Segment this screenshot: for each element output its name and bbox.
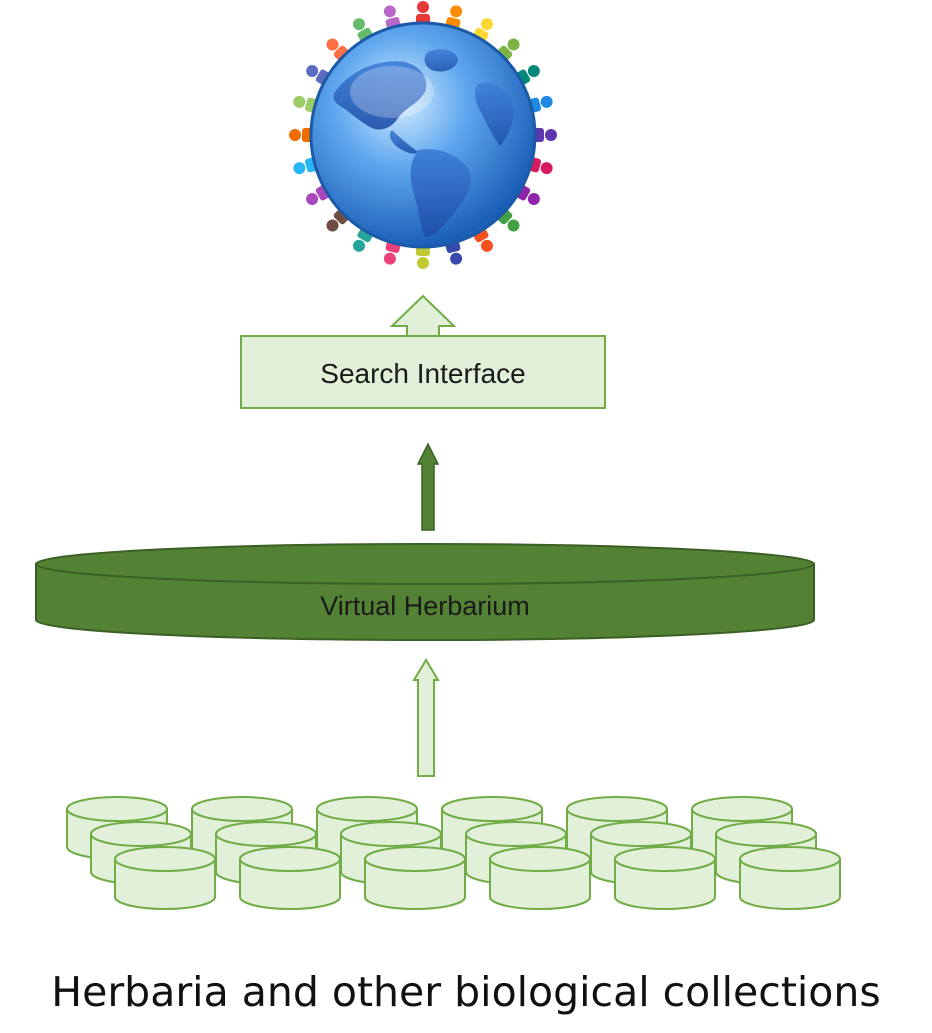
- virtual-herbarium-top: [35, 543, 815, 585]
- arrow-herbarium-to-search: [416, 442, 440, 531]
- virtual-herbarium-cylinder: Virtual Herbarium: [35, 543, 815, 641]
- continent-central-america: [389, 130, 418, 154]
- continent-greenland: [424, 49, 458, 72]
- globe-with-people-icon: [289, 1, 557, 269]
- search-interface-label: Search Interface: [320, 358, 525, 389]
- collection-cylinder: [239, 846, 341, 910]
- continent-europe-africa: [475, 82, 514, 146]
- virtual-herbarium-label: Virtual Herbarium: [320, 591, 530, 621]
- search-interface-box: Search Interface: [240, 335, 606, 409]
- globe-highlight: [350, 66, 434, 118]
- collection-cylinder: [489, 846, 591, 910]
- search-interface-rect: [240, 335, 606, 409]
- arrow-collections-to-herbarium: [412, 658, 440, 777]
- collection-cylinder: [739, 846, 841, 910]
- continent-north-america: [333, 61, 427, 130]
- collections-caption: Herbaria and other biological collection…: [51, 968, 881, 1016]
- continent-south-america: [410, 149, 471, 237]
- collections-cylinders: [66, 796, 841, 910]
- collection-cylinder: [364, 846, 466, 910]
- arrow-search-to-globe: [389, 294, 457, 337]
- collection-cylinder: [614, 846, 716, 910]
- virtual-herbarium-body: [35, 563, 815, 641]
- collection-cylinder: [114, 846, 216, 910]
